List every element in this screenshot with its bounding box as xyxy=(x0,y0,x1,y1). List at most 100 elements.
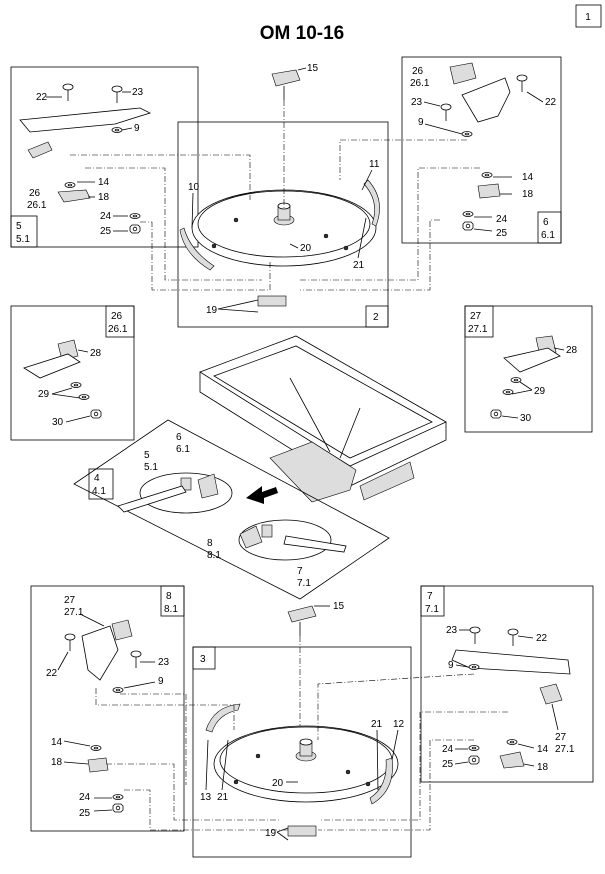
callout-10: 10 xyxy=(188,182,200,193)
panel-3-label: 3 xyxy=(200,654,206,665)
callout-21-b: 21 xyxy=(371,719,383,730)
callout-23-c: 23 xyxy=(158,657,170,668)
panel-6: 6 6.1 26 26.1 23 22 9 14 18 24 25 xyxy=(401,56,562,244)
callout-30-b: 30 xyxy=(520,413,532,424)
paddle-right xyxy=(449,62,477,85)
callout-25-b: 25 xyxy=(496,228,508,239)
callout-18-c: 18 xyxy=(51,757,63,768)
callout-29: 29 xyxy=(38,389,50,400)
part-15-bottom: 15 xyxy=(287,601,345,730)
panel-26-sublabel: 26.1 xyxy=(108,324,128,335)
callout-13: 13 xyxy=(200,792,212,803)
panel-4: 4 4.1 5 5.1 6 6.1 8 8.1 7 7.1 xyxy=(73,419,390,600)
callout-28: 28 xyxy=(90,348,102,359)
panel-8-sublabel: 8.1 xyxy=(164,604,178,615)
callout-24: 24 xyxy=(100,211,112,222)
callout-9: 9 xyxy=(134,123,140,134)
panel-26: 26 26.1 28 29 30 xyxy=(10,305,135,441)
callout-18-d: 18 xyxy=(537,762,549,773)
callout-14: 14 xyxy=(98,177,110,188)
panel-7: 7 7.1 23 22 9 27 27.1 24 25 14 18 xyxy=(420,585,594,783)
callout-25: 25 xyxy=(100,226,112,237)
panel-5: 5 5.1 22 23 9 26 26.1 14 18 24 25 xyxy=(10,66,199,248)
vane-right xyxy=(363,179,380,227)
panel-8-label: 8 xyxy=(166,591,172,602)
panel-6-sublabel: 6.1 xyxy=(541,230,555,241)
panel-27-sublabel: 27.1 xyxy=(468,324,488,335)
callout-15-b: 15 xyxy=(333,601,345,612)
callout-26: 26 xyxy=(29,188,41,199)
sheet-number-box xyxy=(575,4,602,28)
part-15-top: 15 xyxy=(271,63,319,210)
callout-27-1: 27.1 xyxy=(64,607,84,618)
callout-22-b: 22 xyxy=(545,97,557,108)
callout-21-c: 21 xyxy=(217,792,229,803)
callout-7: 7 xyxy=(297,566,303,577)
panel-7-sublabel: 7.1 xyxy=(425,604,439,615)
callout-6: 6 xyxy=(176,432,182,443)
callout-15: 15 xyxy=(307,63,319,74)
callout-22: 22 xyxy=(36,92,48,103)
callout-7-1: 7.1 xyxy=(297,578,311,589)
callout-6-1: 6.1 xyxy=(176,444,190,455)
panel-27-label: 27 xyxy=(470,311,482,322)
callout-18-b: 18 xyxy=(522,189,534,200)
page-title: OM 10-16 xyxy=(260,23,344,44)
callout-9-d: 9 xyxy=(448,660,454,671)
callout-20: 20 xyxy=(300,243,312,254)
callout-22-d: 22 xyxy=(536,633,548,644)
hopper-illustration xyxy=(199,335,447,504)
assembly-lines-top xyxy=(70,139,480,291)
panel-7-label: 7 xyxy=(427,591,433,602)
panel-6-label: 6 xyxy=(543,217,549,228)
callout-24-c: 24 xyxy=(79,792,91,803)
callout-19-b: 19 xyxy=(265,828,277,839)
callout-5-1: 5.1 xyxy=(144,462,158,473)
panel-3: 3 21 12 13 21 20 19 xyxy=(192,646,412,858)
callout-24-d: 24 xyxy=(442,744,454,755)
assembly-lines-bottom xyxy=(95,673,508,831)
callout-21: 21 xyxy=(353,260,365,271)
callout-27-1-b: 27.1 xyxy=(555,744,575,755)
callout-27-b: 27 xyxy=(555,732,567,743)
callout-24-b: 24 xyxy=(496,214,508,225)
callout-18: 18 xyxy=(98,192,110,203)
paddle-left xyxy=(27,141,53,159)
callout-29-b: 29 xyxy=(534,386,546,397)
callout-8: 8 xyxy=(207,538,213,549)
callout-30: 30 xyxy=(52,417,64,428)
callout-25-c: 25 xyxy=(79,808,91,819)
panel-26-label: 26 xyxy=(111,311,123,322)
callout-14-c: 14 xyxy=(51,737,63,748)
panel-4-sublabel: 4.1 xyxy=(92,486,106,497)
callout-23-b: 23 xyxy=(411,97,423,108)
callout-26-1-b: 26.1 xyxy=(410,78,430,89)
callout-12: 12 xyxy=(393,719,405,730)
vane-left xyxy=(179,227,215,271)
callout-19: 19 xyxy=(206,305,218,316)
blade-left xyxy=(19,107,152,133)
panel-2: 2 10 11 20 21 19 xyxy=(177,121,389,328)
callout-23-d: 23 xyxy=(446,625,458,636)
callout-27: 27 xyxy=(64,595,76,606)
callout-14-d: 14 xyxy=(537,744,549,755)
panel-5-label: 5 xyxy=(16,221,22,232)
sheet-number: 1 xyxy=(585,12,591,23)
panel-2-label: 2 xyxy=(373,312,379,323)
callout-14-b: 14 xyxy=(522,172,534,183)
panel-8: 8 8.1 27 27.1 22 23 9 14 18 24 25 xyxy=(30,585,185,832)
callout-28-b: 28 xyxy=(566,345,578,356)
callout-23: 23 xyxy=(132,87,144,98)
callout-26-b: 26 xyxy=(412,66,424,77)
panel-4-label: 4 xyxy=(94,473,100,484)
callout-9-b: 9 xyxy=(418,117,424,128)
callout-5: 5 xyxy=(144,450,150,461)
callout-9-c: 9 xyxy=(158,676,164,687)
callout-8-1: 8.1 xyxy=(207,550,221,561)
panel-5-sublabel: 5.1 xyxy=(16,234,30,245)
callout-22-c: 22 xyxy=(46,668,58,679)
blade-right xyxy=(461,77,511,123)
callout-26-1: 26.1 xyxy=(27,200,47,211)
callout-20-b: 20 xyxy=(272,778,284,789)
